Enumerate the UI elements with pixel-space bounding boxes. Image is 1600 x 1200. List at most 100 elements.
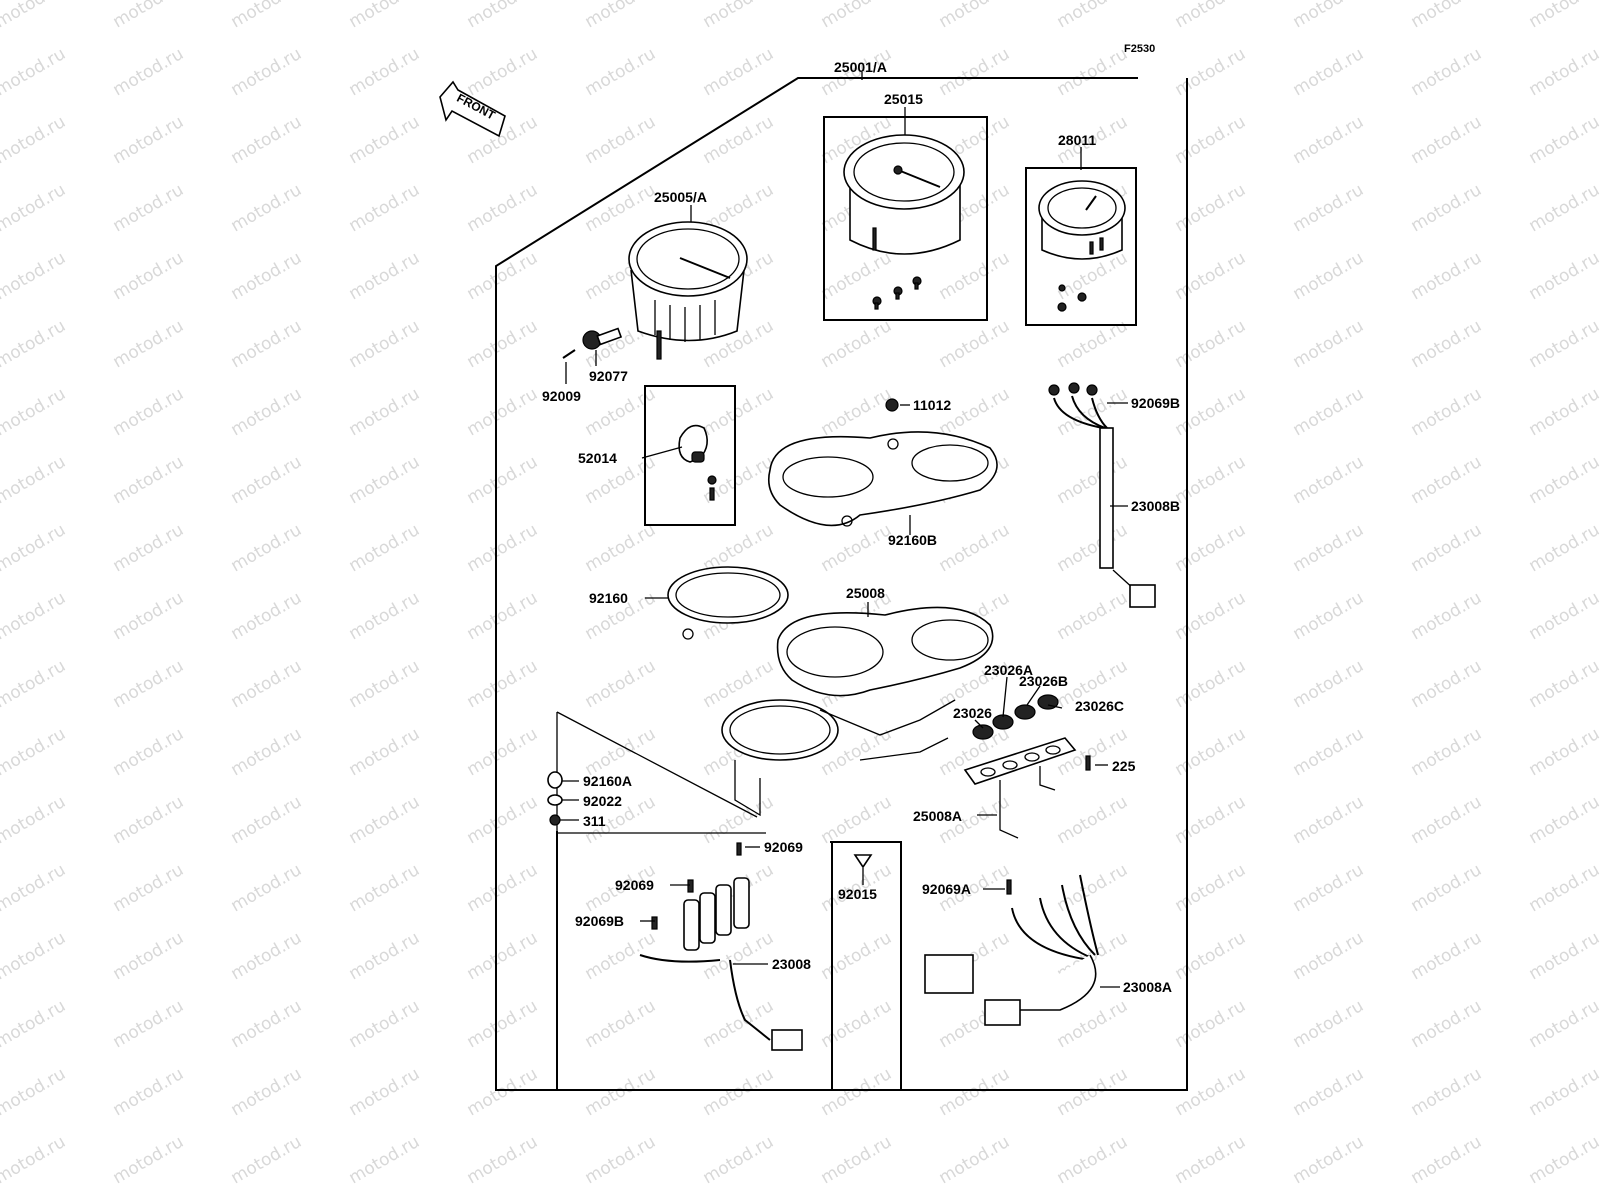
damper-box (556, 712, 766, 834)
watermark-text: motod.ru (1290, 180, 1368, 236)
watermark-text: motod.ru (1290, 724, 1368, 780)
label-92022: 92022 (583, 793, 622, 809)
watermark-text: motod.ru (0, 248, 69, 304)
watermark-text: motod.ru (1526, 996, 1600, 1052)
watermark-text: motod.ru (228, 1132, 306, 1188)
watermark-text: motod.ru (1526, 1064, 1600, 1120)
harness-a (924, 874, 1099, 1026)
watermark-text: motod.ru (0, 928, 69, 984)
part-labels: 25001/A 25015 28011 25005/A 92077 92009 … (542, 59, 1180, 995)
watermark-text: motod.ru (1290, 316, 1368, 372)
tachometer (843, 134, 965, 310)
watermark-text: motod.ru (818, 520, 896, 576)
watermark-text: motod.ru (582, 656, 660, 712)
watermark-text: motod.ru (936, 0, 1014, 32)
watermark-text: motod.ru (700, 1064, 778, 1120)
label-92015: 92015 (838, 886, 877, 902)
watermark-text: motod.ru (228, 316, 306, 372)
watermark-text: motod.ru (0, 180, 69, 236)
screw-11012 (885, 398, 899, 412)
watermark-text: motod.ru (464, 316, 542, 372)
watermark-text: motod.ru (1172, 1064, 1250, 1120)
damper-washer-nut (547, 771, 563, 826)
watermark-text: motod.ru (582, 112, 660, 168)
watermark-text: motod.ru (1526, 656, 1600, 712)
watermark-text: motod.ru (1290, 928, 1368, 984)
label-23008b: 23008B (1131, 498, 1180, 514)
watermark-text: motod.ru (700, 0, 778, 32)
watermark-text: motod.ru (1408, 656, 1486, 712)
watermark-text: motod.ru (1408, 996, 1486, 1052)
watermark-text: motod.ru (818, 996, 896, 1052)
watermark-text: motod.ru (346, 928, 424, 984)
watermark-text: motod.ru (228, 792, 306, 848)
watermark-text: motod.ru (464, 860, 542, 916)
watermark-text: motod.ru (1408, 860, 1486, 916)
watermark-text: motod.ru (1526, 452, 1600, 508)
watermark-text: motod.ru (818, 1132, 896, 1188)
watermark-text: motod.ru (1526, 316, 1600, 372)
watermark-text: motod.ru (228, 724, 306, 780)
watermark-text: motod.ru (1054, 0, 1132, 32)
watermark-text: motod.ru (1290, 248, 1368, 304)
temperature-gauge (1038, 180, 1126, 312)
watermark-text: motod.ru (582, 1064, 660, 1120)
watermark-text: motod.ru (228, 520, 306, 576)
watermark-text: motod.ru (1290, 996, 1368, 1052)
label-92160: 92160 (589, 590, 628, 606)
watermark-text: motod.ru (1172, 996, 1250, 1052)
watermark-text: motod.ru (228, 996, 306, 1052)
label-23026c: 23026C (1075, 698, 1124, 714)
watermark-text: motod.ru (464, 1132, 542, 1188)
watermark-text: motod.ru (110, 588, 188, 644)
watermark-text: motod.ru (110, 1064, 188, 1120)
watermark-text: motod.ru (818, 0, 896, 32)
watermark-text: motod.ru (228, 248, 306, 304)
watermark-text: motod.ru (110, 452, 188, 508)
watermark-text: motod.ru (346, 724, 424, 780)
watermark-text: motod.ru (1408, 112, 1486, 168)
watermark-text: motod.ru (110, 316, 188, 372)
watermark-text: motod.ru (1054, 1064, 1132, 1120)
watermark-text: motod.ru (1526, 44, 1600, 100)
label-92069b-top: 92069B (1131, 395, 1180, 411)
speedometer (628, 221, 748, 360)
watermark-text: motod.ru (1172, 112, 1250, 168)
watermark-text: motod.ru (110, 112, 188, 168)
watermark-text: motod.ru (582, 724, 660, 780)
watermark-text: motod.ru (346, 112, 424, 168)
meter-case (721, 606, 994, 817)
watermark-text: motod.ru (0, 316, 69, 372)
watermark-text: motod.ru (110, 0, 188, 32)
watermark-text: motod.ru (464, 996, 542, 1052)
watermark-text: motod.ru (346, 0, 424, 32)
watermark-text: motod.ru (1408, 0, 1486, 32)
grommet (853, 854, 873, 869)
label-92009: 92009 (542, 388, 581, 404)
harness-box (556, 831, 833, 1091)
watermark-text: motod.ru (1054, 520, 1132, 576)
label-52014: 52014 (578, 450, 617, 466)
watermark-text: motod.ru (464, 180, 542, 236)
watermark-text: motod.ru (346, 656, 424, 712)
label-92069b-left: 92069B (575, 913, 624, 929)
label-23026: 23026 (953, 705, 992, 721)
watermark-text: motod.ru (110, 996, 188, 1052)
watermark-text: motod.ru (0, 520, 69, 576)
watermark-text: motod.ru (1408, 180, 1486, 236)
watermark-text: motod.ru (1408, 452, 1486, 508)
label-25005-a: 25005/A (654, 189, 707, 205)
watermark-text: motod.ru (936, 44, 1014, 100)
watermark-text: motod.ru (818, 792, 896, 848)
watermark-text: motod.ru (228, 384, 306, 440)
label-25008: 25008 (846, 585, 885, 601)
watermark-text: motod.ru (110, 928, 188, 984)
watermark-text: motod.ru (464, 1064, 542, 1120)
watermark-text: motod.ru (110, 860, 188, 916)
watermark-text: motod.ru (1172, 180, 1250, 236)
watermark-text: motod.ru (0, 1064, 69, 1120)
watermark-text: motod.ru (1526, 248, 1600, 304)
meter-cover (767, 431, 998, 527)
watermark-text: motod.ru (0, 588, 69, 644)
